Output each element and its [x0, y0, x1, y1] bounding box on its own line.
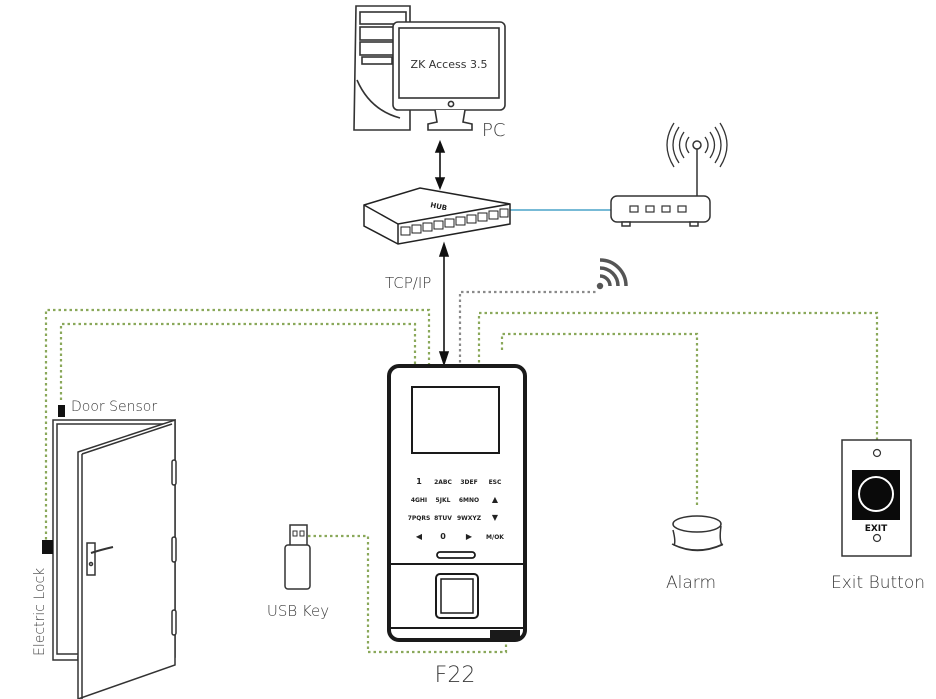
pc-screen-text: ZK Access 3.5	[411, 58, 488, 71]
usb-key-wire	[308, 534, 508, 654]
alarm-label: Alarm	[666, 573, 716, 593]
door-sensor-wire	[59, 322, 417, 400]
keypad-key: ▲	[492, 495, 499, 504]
alarm-wire	[500, 332, 699, 505]
keypad-key: 4GHI	[411, 497, 427, 504]
door-sensor-block	[58, 405, 65, 417]
wifi-icon	[596, 258, 628, 290]
keypad-key: ESC	[489, 479, 502, 486]
keypad-key: 0	[440, 532, 446, 541]
exit-button-wire	[477, 311, 879, 440]
tcpip-label: TCP/IP	[385, 274, 431, 292]
keypad-key: 6MNO	[459, 497, 479, 504]
keypad-key: M/OK	[486, 534, 504, 541]
keypad-key: 2ABC	[434, 479, 452, 486]
keypad-key: 7PQRS	[408, 515, 431, 522]
usb-key-label: USB Key	[267, 602, 329, 620]
f22-device	[387, 364, 527, 642]
usb-key-icon	[284, 524, 311, 590]
keypad-key: ◀	[416, 532, 423, 541]
wiring	[44, 290, 879, 654]
keypad-key: ▼	[492, 513, 499, 522]
keypad-key: 1	[416, 477, 422, 486]
electric-lock-label: Electric Lock	[32, 568, 48, 656]
exit-button-icon	[841, 439, 912, 557]
electric-lock-wire	[44, 308, 431, 545]
door-sensor-label: Door Sensor	[71, 399, 157, 415]
pc-label: PC	[482, 120, 505, 141]
alarm-icon	[671, 515, 724, 552]
pc-icon	[353, 5, 506, 131]
keypad-key: 8TUV	[434, 515, 452, 522]
wifi-wire	[458, 290, 598, 368]
keypad-key: 9WXYZ	[457, 515, 482, 522]
exit-button-label: Exit Button	[831, 573, 925, 593]
hub-icon	[363, 187, 511, 245]
tcpip-arrow	[438, 241, 450, 367]
electric-lock-block	[42, 540, 53, 554]
keypad-key: 5JKL	[436, 497, 451, 504]
keypad-key: ▶	[466, 532, 473, 541]
exit-text: EXIT	[865, 524, 888, 534]
pc-hub-arrow	[434, 139, 446, 191]
hub-label: HUB	[430, 201, 448, 212]
router-icon	[610, 122, 728, 227]
keypad-key: 3DEF	[460, 479, 477, 486]
door-icon	[52, 418, 177, 699]
f22-label: F22	[435, 663, 476, 688]
